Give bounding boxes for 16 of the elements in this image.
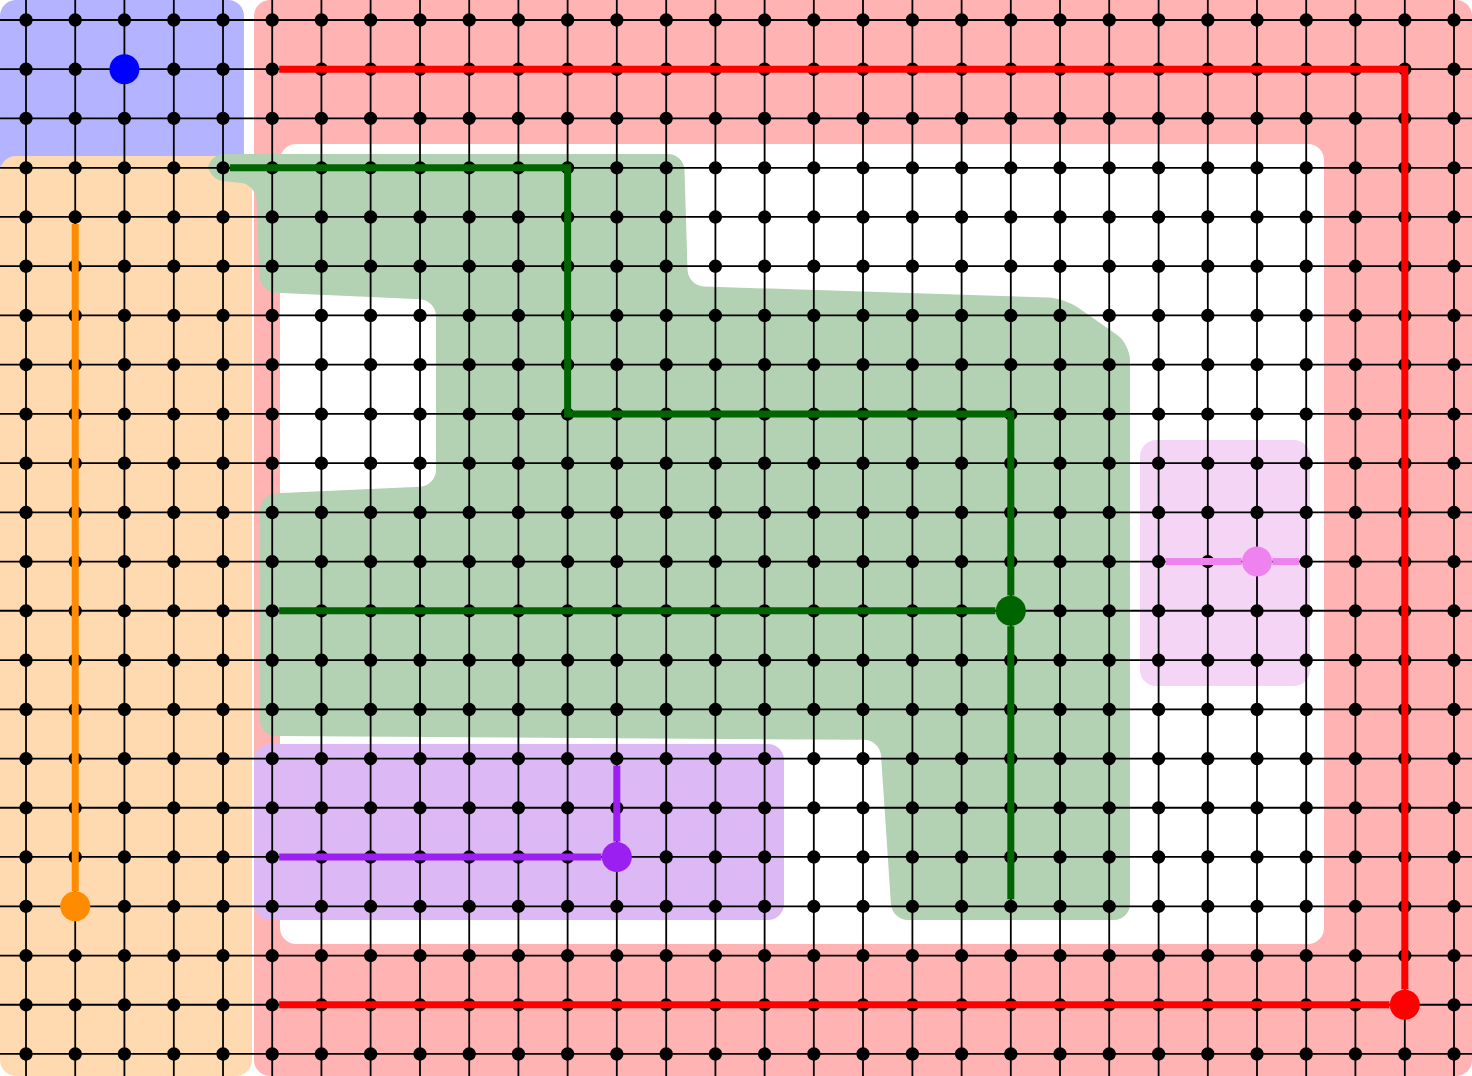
path-line bbox=[279, 607, 996, 615]
path-line bbox=[1165, 558, 1242, 566]
path-line bbox=[279, 1001, 1390, 1009]
junction-dot bbox=[1389, 989, 1420, 1020]
path-line bbox=[1007, 626, 1015, 900]
path-line bbox=[613, 765, 621, 842]
path-line bbox=[1272, 558, 1300, 566]
junction-dot bbox=[995, 595, 1026, 626]
junction-dot bbox=[60, 891, 91, 922]
junction-dot bbox=[109, 54, 140, 85]
path-line bbox=[279, 853, 602, 861]
path-line bbox=[71, 223, 79, 891]
path-line bbox=[230, 164, 1015, 596]
junction-dot bbox=[601, 841, 632, 872]
path-line bbox=[279, 65, 1409, 990]
junction-dot bbox=[1242, 546, 1272, 577]
